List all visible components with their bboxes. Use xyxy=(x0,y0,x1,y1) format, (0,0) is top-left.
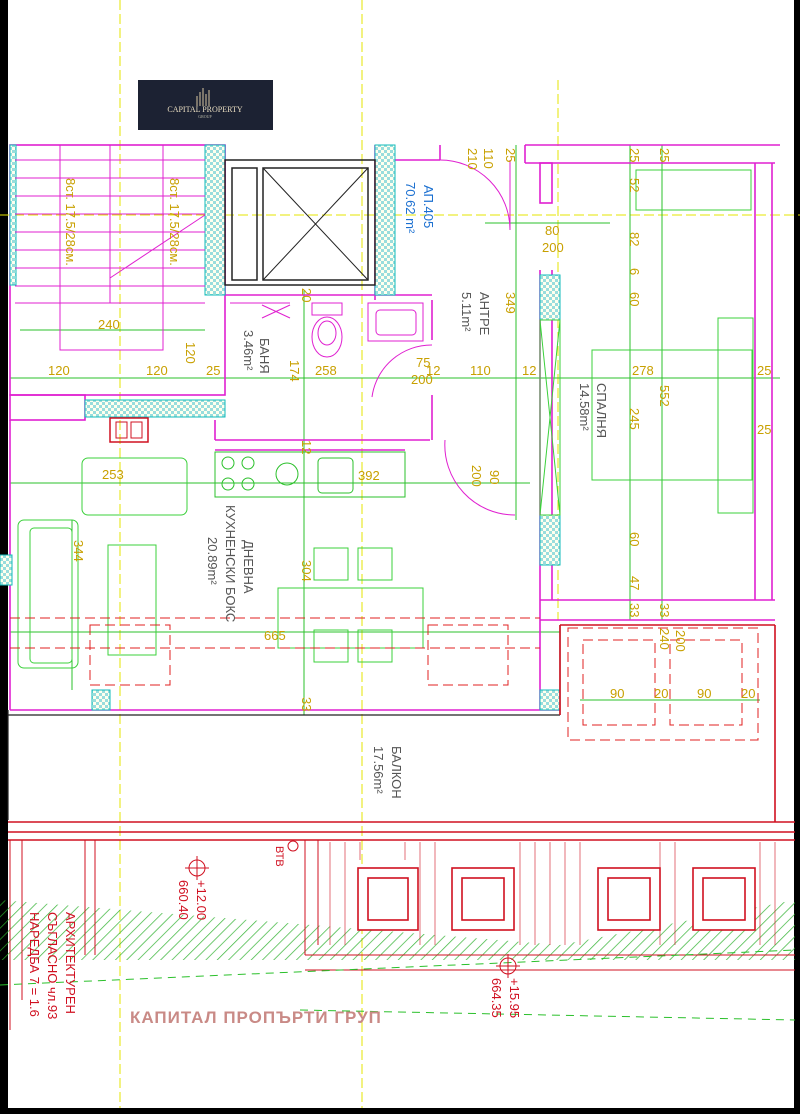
dim: 12 xyxy=(299,440,314,454)
dim: 344 xyxy=(71,540,86,562)
dim: 60 xyxy=(627,532,642,546)
dim: 90 xyxy=(610,686,624,701)
dim: 278 xyxy=(632,363,654,378)
dim: 253 xyxy=(102,467,124,482)
dim: 52 xyxy=(627,178,642,192)
room-living-name-2: КУХНЕНСКИ БОКС xyxy=(223,505,238,622)
dim: 245 xyxy=(627,408,642,430)
dim: 240 xyxy=(657,628,672,650)
level-2: +15.95 xyxy=(507,978,522,1018)
dim: 75 xyxy=(416,355,430,370)
dim: 392 xyxy=(358,468,380,483)
room-living-area: 20.89m² xyxy=(205,537,220,585)
stair-label-2: 8ст. 17.5/28см. xyxy=(167,178,182,266)
watermark: КАПИТАЛ ПРОПЪРТИ ГРУП xyxy=(130,1008,382,1027)
room-hall-name: АНТРЕ xyxy=(477,292,492,336)
bathroom-fixtures xyxy=(230,302,424,358)
dim: 110 xyxy=(481,148,496,169)
dim: 665 xyxy=(264,628,286,643)
stair-label-1: 8ст. 17.5/28см. xyxy=(63,178,78,266)
room-bedroom-area: 14.58m² xyxy=(577,383,592,431)
staircase xyxy=(15,144,206,351)
dim: 25 xyxy=(206,363,220,378)
dim: 200 xyxy=(542,240,564,255)
apartment-area: 70.62 m² xyxy=(403,182,418,234)
dim: 20 xyxy=(299,288,314,302)
logo-name: CAPITAL PROPERTY xyxy=(167,105,242,114)
dim: 25 xyxy=(627,148,642,162)
elevator xyxy=(224,159,376,286)
room-living-name-1: ДНЕВНА xyxy=(241,540,256,594)
dim: 200 xyxy=(673,630,688,652)
dim: 258 xyxy=(315,363,337,378)
company-logo: CAPITAL PROPERTY GROUP xyxy=(138,80,273,130)
furniture xyxy=(17,169,754,669)
dim: 20 xyxy=(741,686,755,701)
dim: 200 xyxy=(411,372,433,387)
apartment-id: АП.405 xyxy=(421,185,436,228)
level-markers xyxy=(185,840,520,978)
dim: 90 xyxy=(487,470,502,484)
dim: 80 xyxy=(545,223,559,238)
canopy-outline xyxy=(10,617,759,741)
dim: 174 xyxy=(287,360,302,382)
room-balcony-area: 17.56m² xyxy=(371,746,386,794)
dim: 90 xyxy=(697,686,711,701)
door-swings xyxy=(371,159,516,516)
room-bath-name: БАНЯ xyxy=(257,338,272,374)
fireplace xyxy=(109,417,149,443)
room-balcony-name: БАЛКОН xyxy=(389,746,404,799)
level-2b: 664.35 xyxy=(489,978,504,1018)
dim: 20 xyxy=(654,686,668,701)
dim: 25 xyxy=(757,363,771,378)
dim: 33 xyxy=(657,603,672,617)
dim: 240 xyxy=(98,317,120,332)
dim: 60 xyxy=(627,292,642,306)
dimension-labels: 210 110 25 25 52 25 80 200 82 6 60 349 2… xyxy=(48,148,771,711)
labels: 8ст. 17.5/28см. 8ст. 17.5/28см. АП.405 7… xyxy=(27,178,609,1027)
dim: 33 xyxy=(627,603,642,617)
level-1b: 660.40 xyxy=(176,880,191,920)
room-bath-area: 3.46m² xyxy=(241,330,256,371)
dim: 349 xyxy=(503,292,518,314)
dim: 12 xyxy=(426,363,440,378)
dim: 6 xyxy=(627,268,642,275)
dim: 12 xyxy=(522,363,536,378)
columns xyxy=(0,144,561,711)
note-line-1: АРХИТЕКТУРЕН xyxy=(63,912,78,1014)
level-1: +12.00 xyxy=(194,880,209,920)
balcony-edge xyxy=(8,624,795,841)
dim: 210 xyxy=(465,148,480,170)
dim: 120 xyxy=(48,363,70,378)
room-hall-area: 5.11m² xyxy=(459,292,474,332)
logo-sub: GROUP xyxy=(198,114,212,119)
dim: 25 xyxy=(757,422,771,437)
note-line-2: СЪГЛАСНО чл.93 xyxy=(45,912,60,1019)
dim: 25 xyxy=(503,148,518,162)
dim: 25 xyxy=(657,148,672,162)
roof-band xyxy=(0,840,796,1030)
dim: 110 xyxy=(470,363,491,378)
dim: 552 xyxy=(657,385,672,407)
kitchen-counter xyxy=(214,451,406,498)
dim: 304 xyxy=(299,560,314,582)
dim: 120 xyxy=(146,363,168,378)
dim: 82 xyxy=(627,232,642,246)
dim: 200 xyxy=(469,465,484,487)
note-line-3: НАРЕДБА 7 = 1.6 xyxy=(27,912,42,1017)
dim: 120 xyxy=(183,342,198,364)
dim: 47 xyxy=(627,576,642,590)
room-bedroom-name: СПАЛНЯ xyxy=(594,383,609,438)
vtv-label: ВТВ xyxy=(273,846,285,867)
balcony xyxy=(7,625,561,820)
dim: 33 xyxy=(299,697,314,711)
